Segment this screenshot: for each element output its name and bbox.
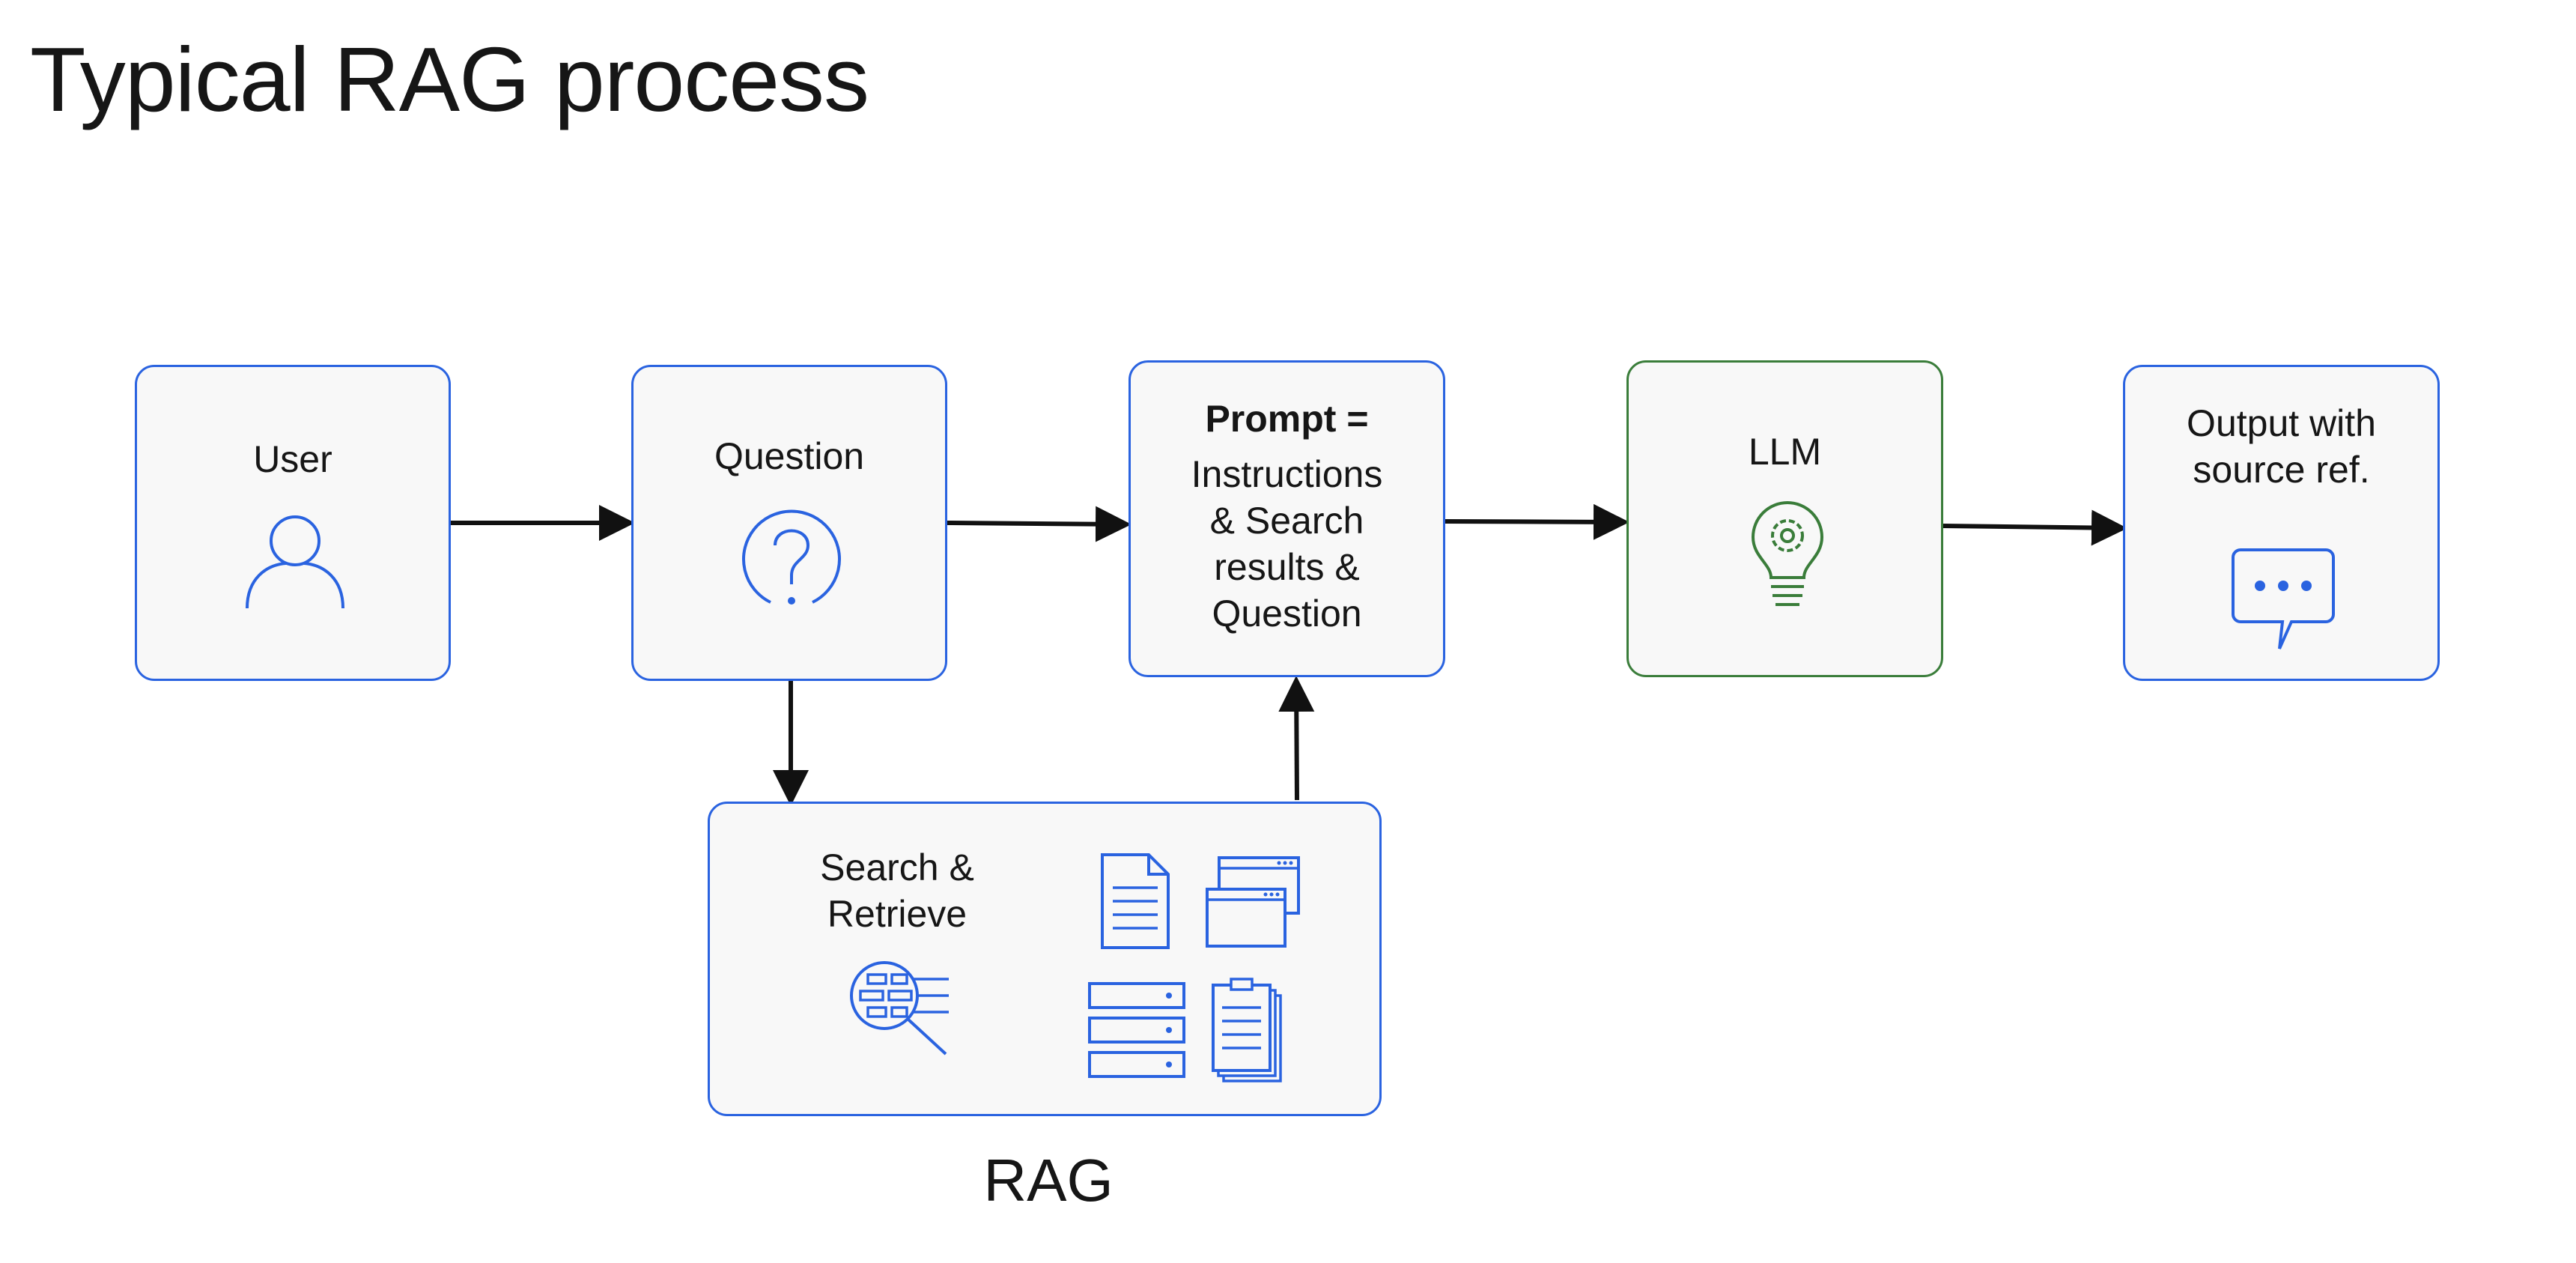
output-line: source ref. [2193,449,2370,491]
output-label: Output with source ref. [2125,400,2437,493]
question-label: Question [714,435,865,477]
search-label: Search & Retrieve [710,844,1084,937]
prompt-line: & Search [1209,500,1364,542]
search-line: Search & [820,846,974,888]
lightbulb-gear-icon [1751,501,1824,606]
magnifier-data-icon [850,961,949,1055]
prompt-line: Instructions [1191,453,1383,495]
chat-bubble-icon [2232,548,2335,649]
document-icon [1101,853,1170,949]
user-label: User [253,438,332,480]
prompt-line: Question [1212,593,1362,634]
arrow-prompt-to-llm [1445,503,1629,540]
llm-label: LLM [1748,431,1822,473]
output-node: Output with source ref. [2123,365,2440,681]
arrow-question-to-prompt [947,506,1131,542]
clipboard-stack-icon [1212,978,1282,1082]
prompt-body: Instructions & Search results & Question [1131,451,1443,637]
user-node: User [135,365,451,681]
output-line: Output with [2187,402,2376,444]
prompt-line: results & [1214,546,1360,588]
rag-group-label: RAG [983,1147,1114,1214]
prompt-heading: Prompt = [1205,398,1369,440]
server-stack-icon [1088,982,1185,1078]
user-icon [246,515,344,609]
question-node: Question [631,365,947,681]
browser-windows-icon [1206,856,1300,948]
question-mark-icon [742,509,841,605]
llm-node: LLM [1626,360,1943,677]
arrow-search-to-prompt [1278,676,1315,801]
prompt-node: Prompt = Instructions & Search results &… [1128,360,1445,677]
search-line: Retrieve [827,893,967,935]
arrow-llm-to-output [1942,509,2127,546]
rag-search-node: Search & Retrieve [708,802,1382,1116]
page-title: Typical RAG process [30,28,869,130]
